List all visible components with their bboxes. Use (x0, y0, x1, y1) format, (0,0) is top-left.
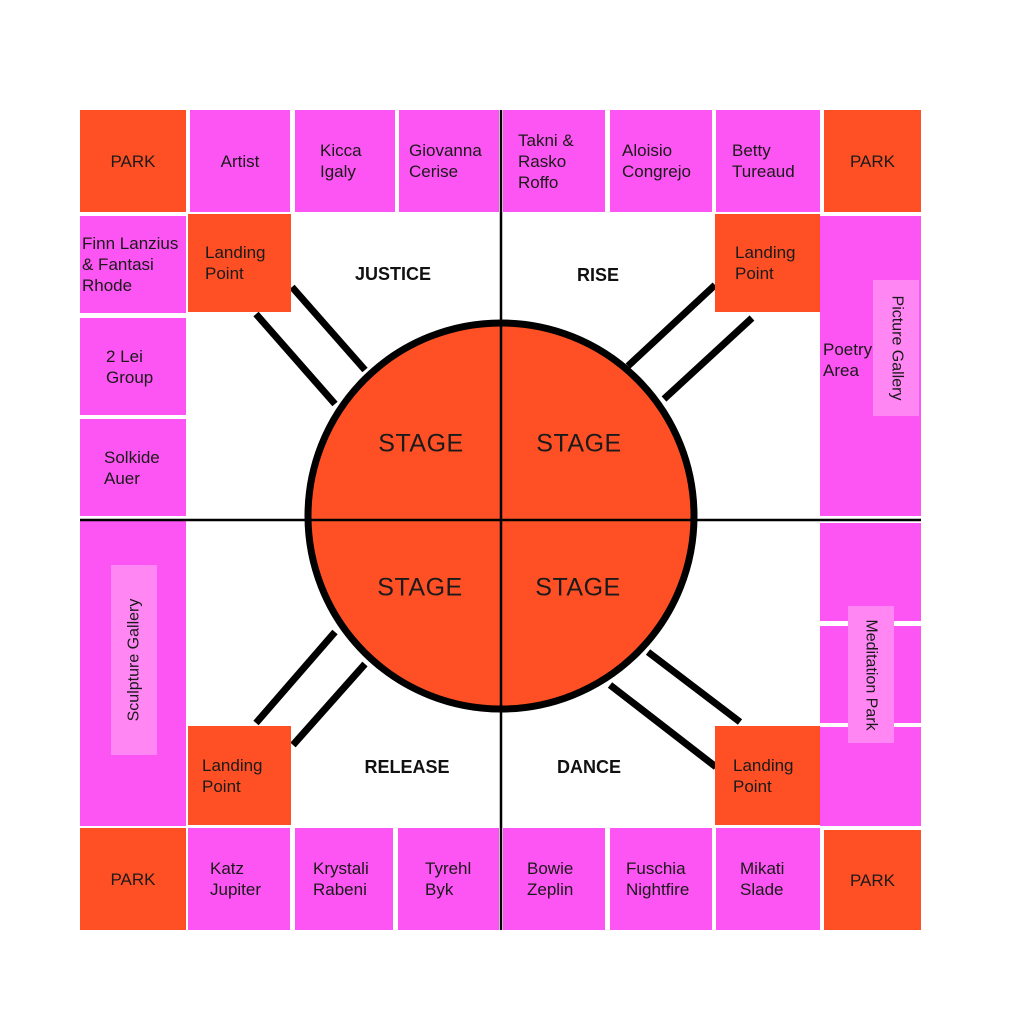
landing-point-bottom-left: Landing Point (188, 726, 291, 825)
connector-top-left-1 (289, 284, 368, 373)
connector-top-right-2 (661, 315, 755, 402)
park-top-right: PARK (824, 110, 921, 212)
bottom-booth-5: Fuschia Nightfire (610, 828, 712, 930)
left-booth-2: 2 Lei Group (80, 318, 186, 415)
bottom-booth-1: Katz Jupiter (188, 828, 290, 930)
stage-label-top-left: STAGE (378, 429, 464, 458)
connector-bottom-left-1 (253, 629, 338, 726)
connector-bottom-right-2 (607, 682, 719, 770)
landing-point-top-right: Landing Point (715, 214, 820, 312)
bottom-booth-2: Krystali Rabeni (295, 828, 393, 930)
zone-justice: JUSTICE (354, 264, 432, 284)
bottom-booth-3: Tyrehl Byk (398, 828, 499, 930)
top-booth-1: Artist (190, 110, 290, 212)
meditation-block-3 (820, 727, 921, 826)
connector-bottom-left-2 (290, 661, 368, 748)
zone-release: RELEASE (364, 757, 450, 777)
meditation-park-label: Meditation Park (848, 606, 894, 743)
sculpture-gallery-label: Sculpture Gallery (111, 565, 157, 755)
landing-point-top-left: Landing Point (188, 214, 291, 312)
park-bottom-right: PARK (824, 830, 921, 930)
left-booth-1: Finn Lanzius & Fantasi Rhode (80, 216, 186, 313)
stage-label-bottom-right: STAGE (535, 573, 621, 602)
poetry-area-label: Poetry Area (823, 340, 873, 380)
stage-label-top-right: STAGE (536, 429, 622, 458)
park-top-left: PARK (80, 110, 186, 212)
landing-point-bottom-right: Landing Point (715, 726, 820, 825)
top-booth-6: Betty Tureaud (716, 110, 820, 212)
bottom-booth-4: Bowie Zeplin (503, 828, 605, 930)
top-booth-2: Kicca Igaly (295, 110, 395, 212)
top-booth-5: Aloisio Congrejo (610, 110, 712, 212)
left-booth-3: Solkide Auer (80, 419, 186, 516)
bottom-booth-6: Mikati Slade (716, 828, 820, 930)
meditation-block-1 (820, 523, 921, 621)
picture-gallery-label: Picture Gallery (873, 280, 919, 416)
connector-bottom-right-1 (645, 649, 743, 725)
park-bottom-left: PARK (80, 828, 186, 930)
stage-label-bottom-left: STAGE (377, 573, 463, 602)
connector-top-right-1 (625, 282, 718, 369)
zone-rise: RISE (576, 265, 620, 285)
top-booth-3: Giovanna Cerise (399, 110, 499, 212)
connector-top-left-2 (253, 311, 338, 407)
top-booth-4: Takni & Rasko Roffo (503, 110, 605, 212)
zone-dance: DANCE (556, 757, 622, 777)
